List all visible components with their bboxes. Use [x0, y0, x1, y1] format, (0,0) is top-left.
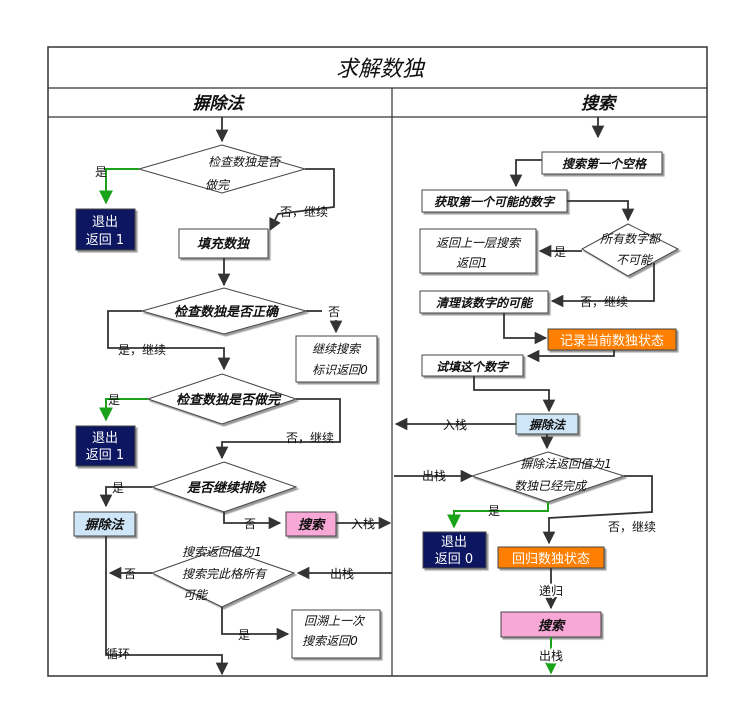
elimination-box-right-label: 摒除法 [529, 418, 567, 432]
label-no-continue-3: 否，继续 [580, 295, 628, 309]
exit-box-1 [75, 208, 136, 251]
exit-box-2-line1: 退出 [92, 431, 118, 446]
record-state-box [547, 328, 677, 351]
search-first-box [541, 151, 663, 175]
label-yes-6: 是 [488, 504, 500, 518]
label-no-continue-4: 否，继续 [608, 520, 656, 534]
backtrack-line1: 回溯上一次 [304, 614, 366, 628]
return-up-box [419, 228, 537, 274]
decision-search-return-line2: 搜索完此格所有 [182, 567, 268, 581]
exit-box-0 [422, 531, 487, 569]
decision-all-impossible [580, 223, 680, 277]
exit-box-2 [75, 425, 136, 467]
label-yes-continue-1: 是，继续 [118, 343, 166, 357]
decision-search-return-line1: 搜索返回值为1 [182, 545, 262, 559]
decision-elimination-return-line1: 摒除法返回值为1 [520, 457, 612, 471]
try-fill-box [421, 354, 524, 377]
label-loop: 循环 [106, 647, 130, 661]
decision-all-impossible-line1: 所有数字都 [600, 232, 662, 246]
label-no-1: 否 [328, 305, 340, 319]
clear-possibility-label: 清理该数字的可能 [436, 296, 534, 310]
return-up-line1: 返回上一层搜索 [436, 236, 522, 250]
label-no-3: 否 [124, 567, 136, 581]
get-first-label: 获取第一个可能的数字 [434, 195, 556, 209]
label-yes-5: 是 [554, 245, 566, 259]
return-up-line2: 返回1 [456, 256, 488, 270]
exit-box-2-line2: 返回 1 [86, 448, 124, 463]
exit-box-1-line1: 退出 [92, 215, 118, 230]
backtrack-line2: 搜索返回0 [302, 634, 358, 648]
continue-search-line1: 继续搜索 [312, 342, 362, 356]
decision-check-complete-2 [146, 373, 298, 425]
column-header-elimination: 摒除法 [193, 94, 246, 114]
decision-check-correct [140, 287, 308, 335]
decision-check-correct-label: 检查数独是否正确 [174, 304, 280, 320]
decision-check-complete-1-line2: 做完 [205, 178, 231, 192]
label-yes-2: 是 [108, 393, 120, 407]
label-yes-4: 是 [238, 628, 250, 642]
label-push-right: 入栈 [443, 417, 467, 432]
decision-check-complete-1-line1: 检查数独是否 [208, 155, 282, 169]
search-box-left [285, 511, 337, 537]
label-pop-left: 出栈 [330, 566, 354, 581]
decision-elimination-return-line2: 数独已经完成 [514, 479, 588, 493]
decision-continue-elimination-label: 是否继续排除 [186, 480, 267, 496]
decision-all-impossible-line2: 不可能 [616, 253, 654, 267]
outer-frame [47, 46, 708, 677]
record-state-label: 记录当前数独状态 [560, 333, 664, 349]
clear-possibility-box [419, 290, 549, 314]
label-pop-bottom: 出栈 [539, 648, 563, 663]
try-fill-label: 试填这个数字 [436, 360, 510, 374]
continue-search-box [295, 335, 378, 383]
label-pop-right: 出栈 [422, 468, 446, 483]
restore-state-label: 回归数独状态 [512, 552, 590, 567]
label-no-continue-2: 否，继续 [286, 431, 334, 445]
elimination-box-left-label: 摒除法 [84, 517, 125, 533]
exit-box-0-line2: 返回 0 [435, 552, 473, 567]
decision-search-return-line3: 可能 [183, 588, 209, 602]
backtrack-box [291, 609, 381, 659]
label-yes-1: 是 [95, 165, 107, 179]
exit-box-0-line1: 退出 [441, 535, 467, 550]
continue-search-line2: 标识返回0 [312, 363, 368, 377]
diagram-title: 求解数独 [336, 57, 426, 82]
column-header-search: 搜索 [581, 94, 618, 114]
label-no-2: 否 [244, 517, 256, 531]
label-push-left: 入栈 [351, 516, 375, 531]
search-box-right [500, 611, 602, 638]
exit-box-1-line2: 返回 1 [86, 233, 124, 248]
decision-check-complete-1 [137, 144, 307, 194]
elimination-box-left [73, 511, 136, 537]
search-box-right-label: 搜索 [538, 618, 566, 634]
label-no-continue-1: 否，继续 [280, 205, 328, 219]
label-yes-3: 是 [112, 481, 124, 495]
decision-check-complete-2-label: 检查数独是否做完 [176, 392, 282, 408]
fill-sudoku-label: 填充数独 [197, 236, 251, 252]
search-box-left-label: 搜索 [298, 517, 326, 533]
label-recurse: 递归 [539, 584, 563, 598]
search-first-label: 搜索第一个空格 [562, 157, 648, 171]
